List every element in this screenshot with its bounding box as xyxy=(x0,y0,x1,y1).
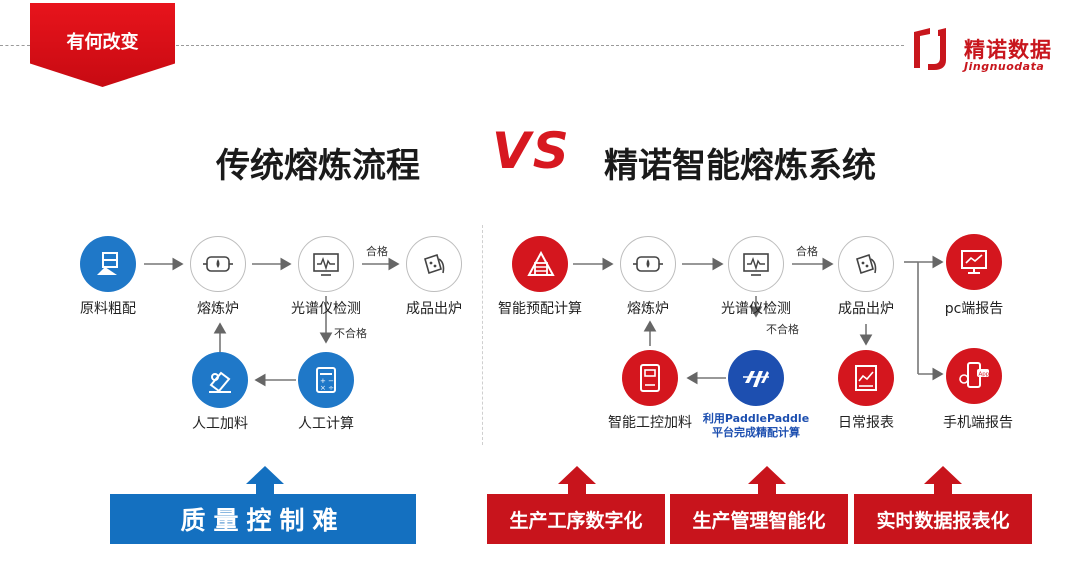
pc-monitor-icon xyxy=(946,234,1002,290)
label-precalc: 智能预配计算 xyxy=(498,301,582,317)
label-smart-furnace: 熔炼炉 xyxy=(627,301,669,317)
label-pc-report: pc端报告 xyxy=(944,301,1004,317)
panel-divider xyxy=(482,225,483,445)
headline-smart: 精诺智能熔炼系统 xyxy=(604,146,876,186)
spectrometer-icon xyxy=(298,236,354,292)
svg-text:× ÷: × ÷ xyxy=(320,384,334,392)
label-smart-product: 成品出炉 xyxy=(838,301,894,317)
label-pass: 合格 xyxy=(366,245,388,258)
section-tag-label: 有何改变 xyxy=(66,32,139,53)
dotted-rule-right xyxy=(176,45,904,46)
bar-realtime: 实时数据报表化 xyxy=(854,494,1032,544)
headline-vs: VS xyxy=(492,122,571,180)
label-manual-calc: 人工计算 xyxy=(298,416,354,432)
label-fail: 不合格 xyxy=(334,327,367,340)
auto-feeder-icon xyxy=(622,350,678,406)
logo-name: 精诺数据 xyxy=(964,38,1052,62)
label-smart-spectro: 光谱仪检测 xyxy=(721,301,791,317)
jingnuo-logo-icon xyxy=(914,28,946,70)
up-arrow-icon xyxy=(748,466,786,496)
app-badge: App xyxy=(979,372,990,378)
bar-digital: 生产工序数字化 xyxy=(487,494,665,544)
headline-traditional: 传统熔炼流程 xyxy=(216,146,420,186)
up-arrow-icon xyxy=(246,466,284,496)
paddlepaddle-logo-icon xyxy=(728,350,784,406)
label-manual-add: 人工加料 xyxy=(192,416,248,432)
precalc-icon xyxy=(512,236,568,292)
calculator-icon: + −× ÷ xyxy=(298,352,354,408)
logo-subtitle: Jingnuodata xyxy=(964,60,1045,73)
product-out-icon xyxy=(406,236,462,292)
smart-spectrometer-icon xyxy=(728,236,784,292)
smart-furnace-icon xyxy=(620,236,676,292)
label-auto-add: 智能工控加料 xyxy=(608,415,692,431)
up-arrow-icon xyxy=(558,466,596,496)
up-arrow-icon xyxy=(924,466,962,496)
furnace-icon xyxy=(190,236,246,292)
label-raw: 原料粗配 xyxy=(80,301,136,317)
daily-report-icon xyxy=(838,350,894,406)
raw-material-icon xyxy=(80,236,136,292)
svg-text:+ −: + − xyxy=(320,377,334,385)
smart-product-out-icon xyxy=(838,236,894,292)
label-mobile: 手机端报告 xyxy=(943,415,1013,431)
label-smart-pass: 合格 xyxy=(796,245,818,258)
label-smart-fail: 不合格 xyxy=(766,323,799,336)
label-product: 成品出炉 xyxy=(406,301,462,317)
label-daily: 日常报表 xyxy=(838,415,894,431)
label-paddle-line1: 利用PaddlePaddle xyxy=(702,412,810,425)
bar-quality: 质量控制难 xyxy=(110,494,416,544)
label-spectro: 光谱仪检测 xyxy=(291,301,361,317)
mobile-phone-icon: App xyxy=(946,348,1002,404)
manual-add-icon xyxy=(192,352,248,408)
label-furnace: 熔炼炉 xyxy=(197,301,239,317)
bar-smart-mgmt: 生产管理智能化 xyxy=(670,494,848,544)
label-paddle-line2: 平台完成精配计算 xyxy=(712,426,800,439)
dotted-rule-left xyxy=(0,45,30,46)
